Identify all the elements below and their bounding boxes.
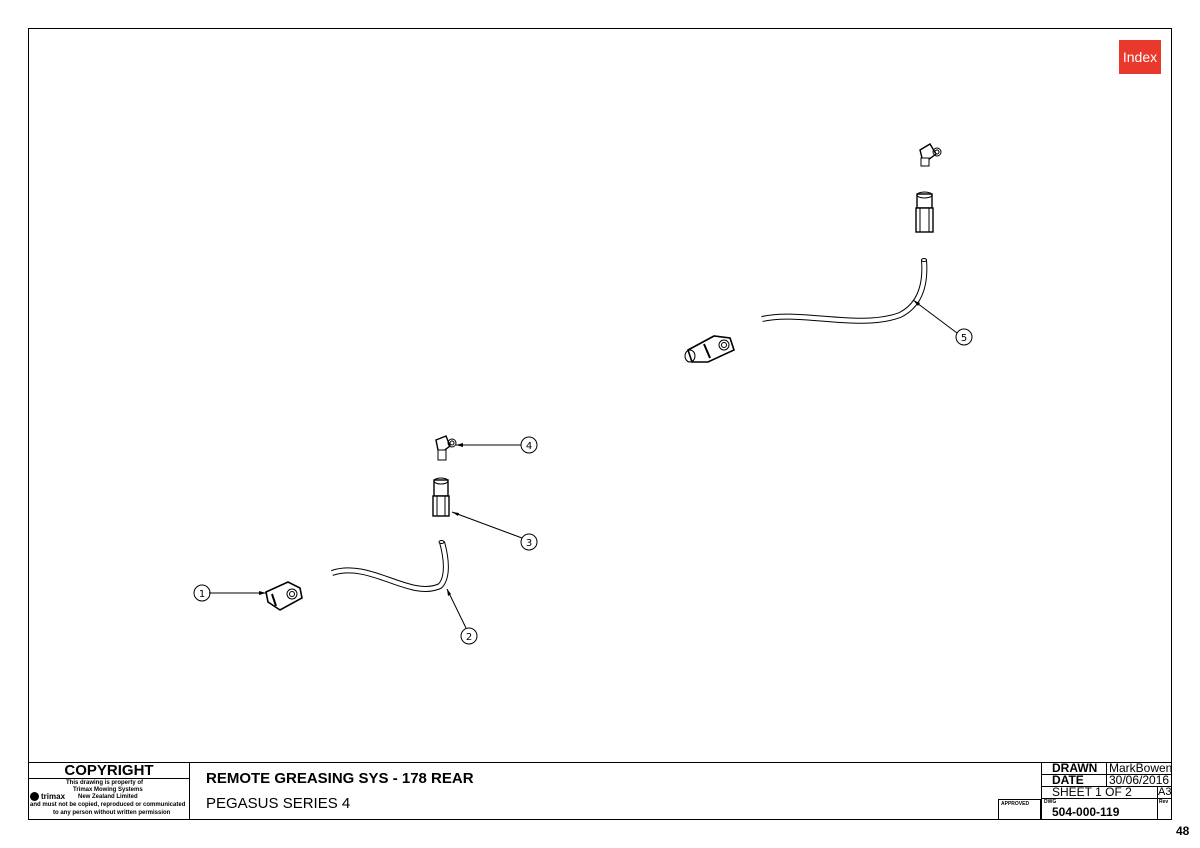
leader-line-3: [451, 511, 523, 539]
rev-cell: Rev: [1158, 799, 1172, 820]
part-3-adapter: [432, 477, 450, 517]
copyright-line: New Zealand Limited: [78, 794, 138, 800]
drawn-label: DRAWN: [1041, 762, 1107, 775]
callout-circle-1: [193, 584, 211, 602]
title-block: COPYRIGHT This drawing is property of tr…: [28, 762, 1172, 820]
copyright-line: This drawing is property of: [66, 780, 144, 786]
index-button[interactable]: Index: [1119, 40, 1161, 74]
dwg-number: 504-000-119: [1052, 805, 1120, 819]
upper-elbow-nipple: [919, 143, 942, 167]
part-2-hose: [331, 540, 449, 592]
part-4-elbow-nipple: [435, 435, 457, 461]
title-block-right: DRAWN MarkBowen DATE 30/06/2016 SHEET 1 …: [1041, 761, 1173, 820]
copyright-title: COPYRIGHT: [28, 763, 190, 779]
leader-line-5: [912, 299, 958, 334]
part-5-hose: [761, 258, 928, 324]
callout-label-2: 2: [466, 632, 472, 643]
drawing-sheet-border: [28, 28, 1172, 820]
sheet-number: SHEET 1 OF 2: [1041, 786, 1158, 799]
callout-label-1: 1: [199, 589, 205, 600]
callout-label-4: 4: [526, 441, 532, 452]
callout-circle-3: [520, 533, 538, 551]
drawing-title: REMOTE GREASING SYS - 178 REAR: [206, 770, 474, 787]
page-number: 48: [1176, 824, 1190, 838]
trimax-logo: trimax: [30, 792, 65, 801]
callout-label-3: 3: [526, 538, 532, 549]
callout-circle-5: [955, 328, 973, 346]
callout-circle-2: [460, 627, 478, 645]
logo-text: trimax: [41, 792, 66, 801]
dwg-cell: DWG 504-000-119: [1041, 799, 1158, 820]
leader-line-2: [446, 588, 467, 629]
copyright-line: and must not be copied, reproduced or co…: [30, 802, 186, 808]
approved-cell: APPROVED: [998, 799, 1041, 820]
sheet-size: A3: [1158, 786, 1172, 799]
callout-circle-4: [520, 436, 538, 454]
copyright-line: to any person without written permission: [53, 810, 171, 816]
upper-swivel-fitting: [684, 335, 735, 363]
drawing-subtitle: PEGASUS SERIES 4: [206, 795, 351, 812]
copyright-box: COPYRIGHT This drawing is property of tr…: [28, 763, 190, 820]
trimax-logo-icon: [30, 792, 39, 801]
dwg-label: DWG: [1044, 799, 1057, 805]
drawn-value: MarkBowen: [1107, 761, 1173, 775]
upper-adapter: [915, 191, 934, 233]
date-label: DATE: [1041, 774, 1107, 787]
date-value: 30/06/2016: [1107, 774, 1172, 787]
callout-label-5: 5: [961, 333, 967, 344]
part-1-swivel-fitting: [265, 581, 303, 611]
copyright-line: Trimax Mowing Systems: [73, 787, 143, 793]
